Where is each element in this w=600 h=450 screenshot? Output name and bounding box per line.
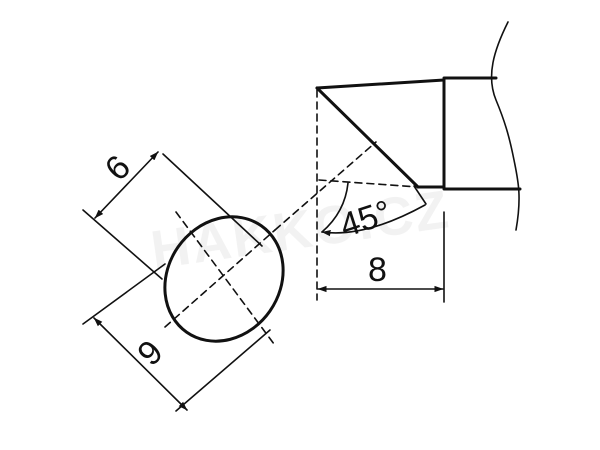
tip-face-view: 6 9: [82, 141, 377, 412]
break-line: [490, 21, 520, 231]
angle-arc-45: [321, 182, 349, 233]
dimension-8-label: 8: [368, 251, 387, 289]
ext-line-9-left: [82, 263, 166, 325]
hidden-line-horizontal: [318, 179, 419, 188]
ext-line-6-lower: [82, 209, 163, 280]
tip-side-view: 45° 8: [315, 21, 522, 303]
ext-line-9-right: [175, 329, 271, 412]
tip-top-edge: [315, 78, 446, 90]
dimension-9-label: 9: [130, 333, 170, 373]
dim-line-9: [93, 317, 188, 411]
projection-line: [274, 141, 377, 231]
ext-line-6-upper: [162, 153, 263, 247]
center-line-short: [164, 229, 276, 328]
dim-line-6: [94, 151, 159, 219]
angle-arrow-head: [413, 185, 427, 205]
tip-bevel-edge: [315, 86, 420, 189]
dimension-6-label: 6: [98, 148, 138, 188]
angle-arc-45-lower: [321, 204, 426, 237]
center-line-long: [175, 211, 275, 345]
